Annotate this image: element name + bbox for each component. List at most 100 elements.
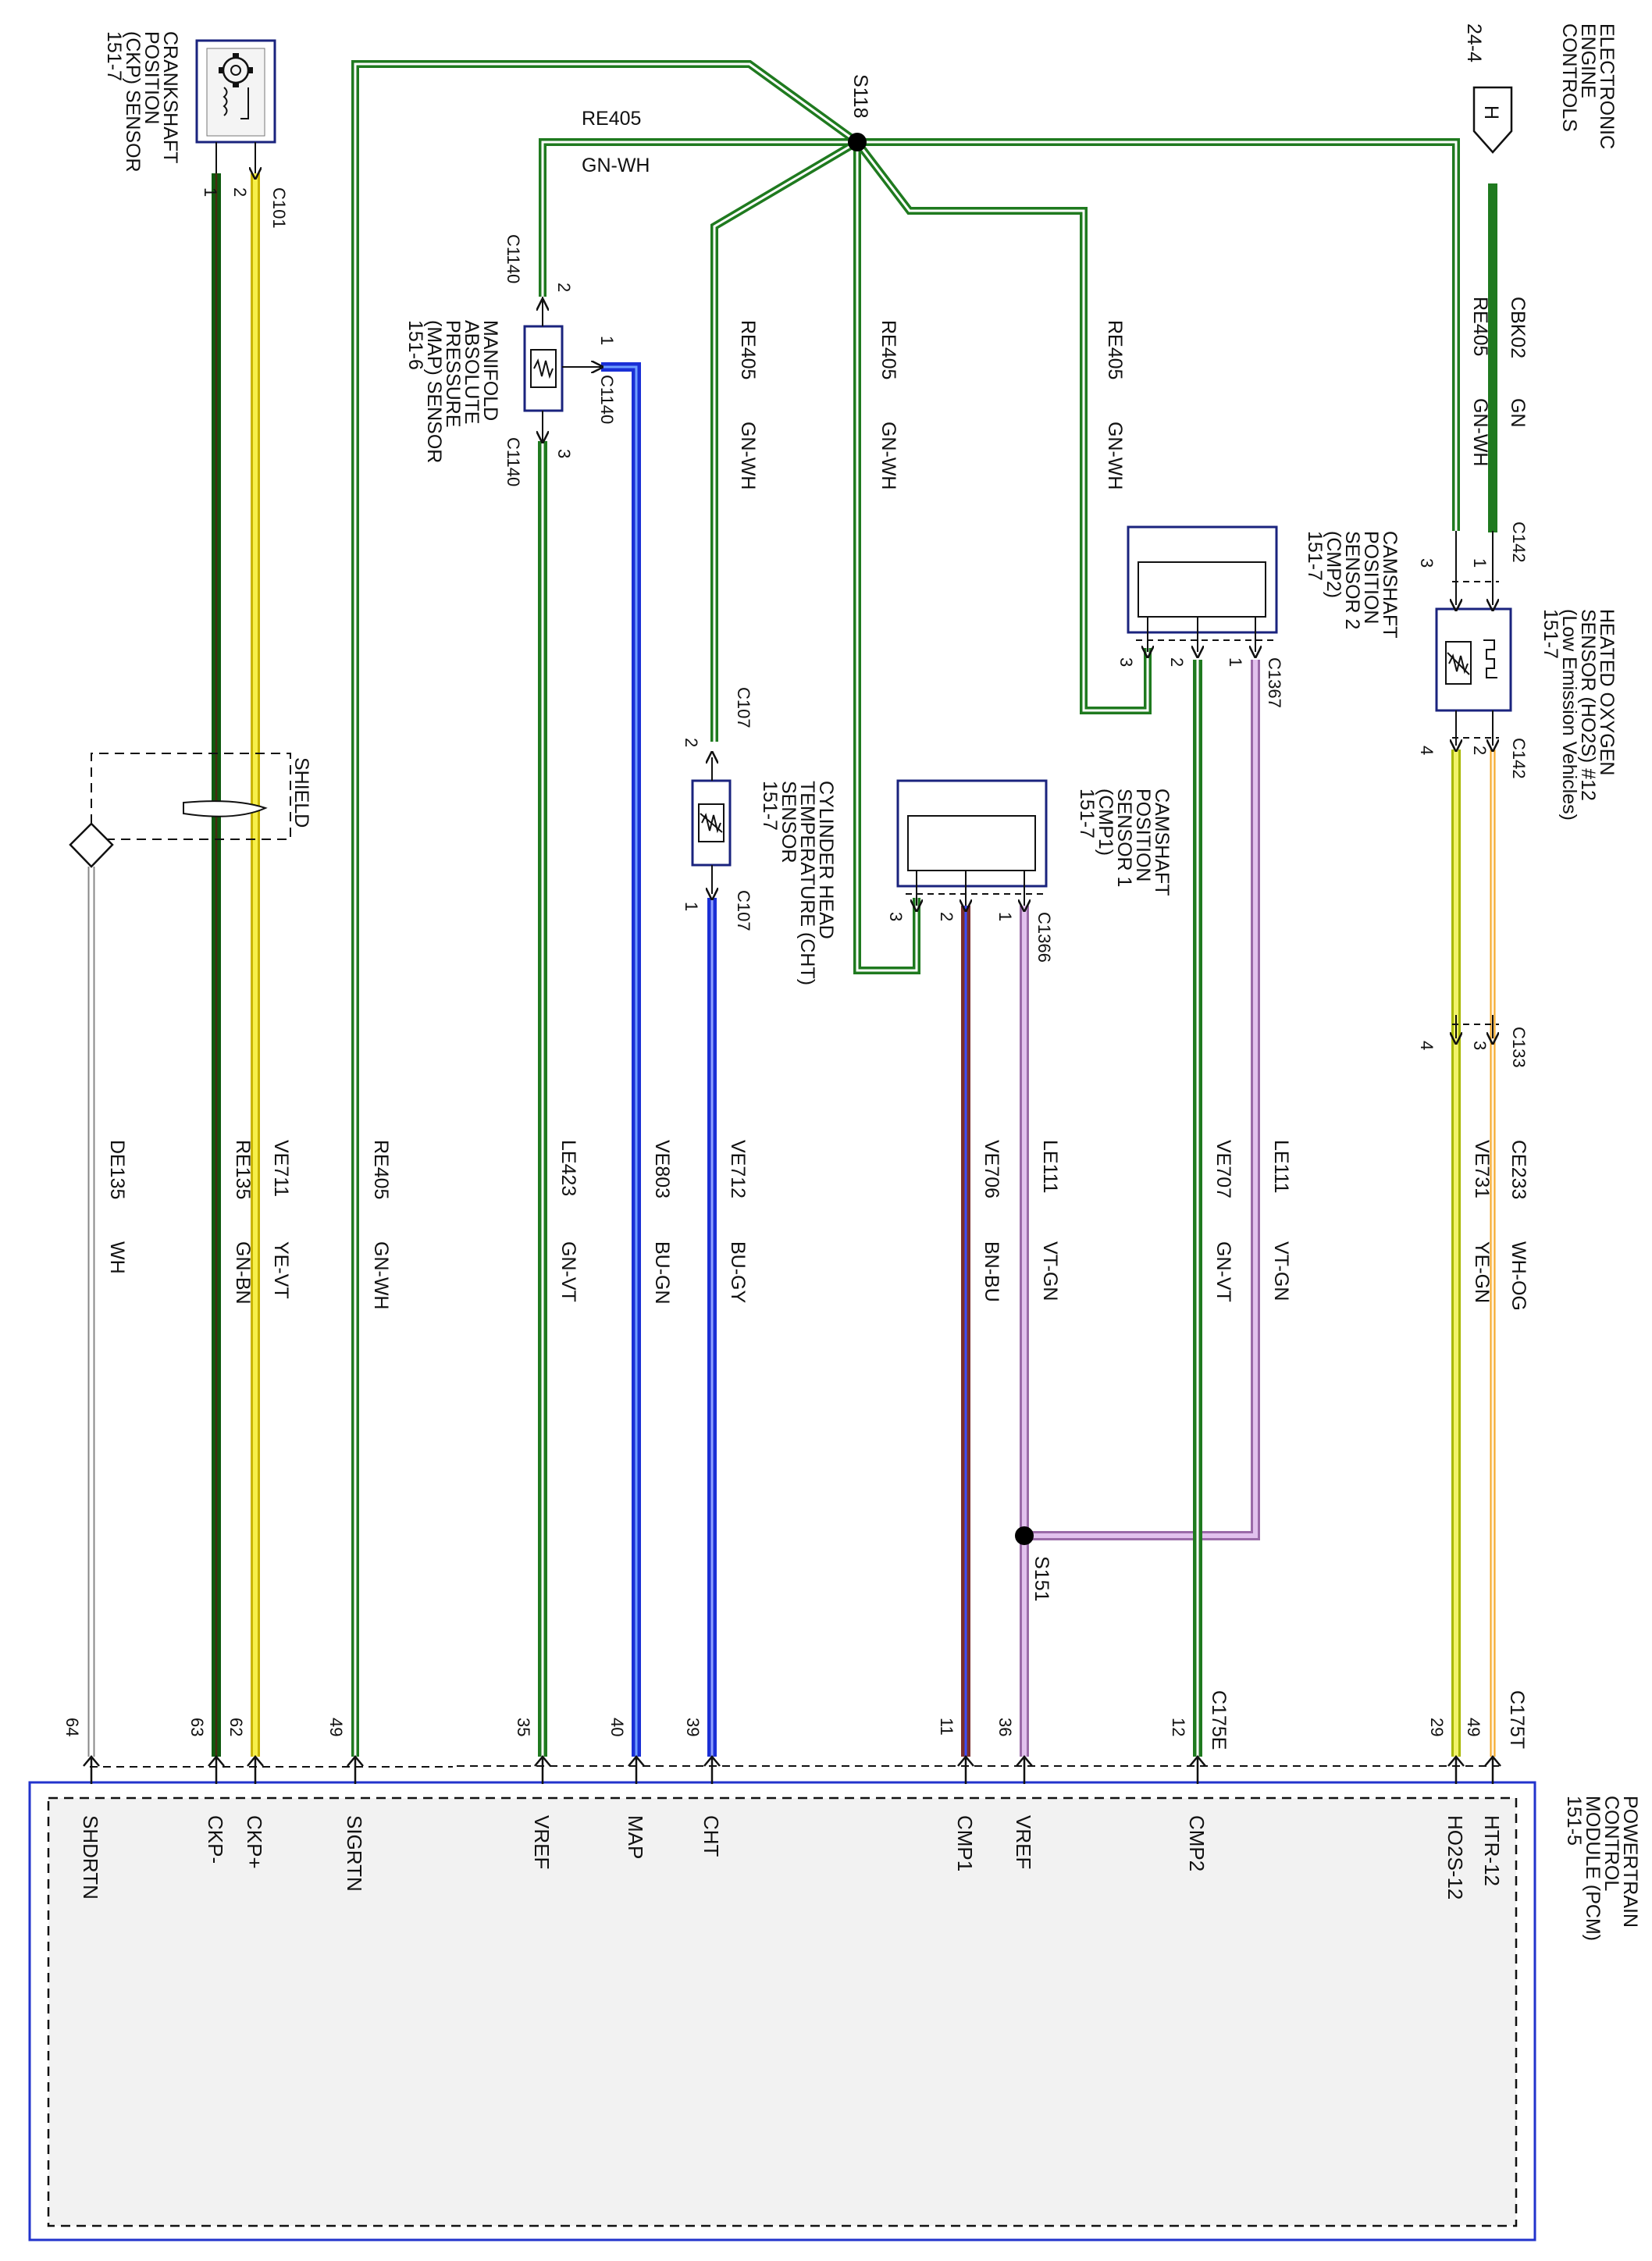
svg-text:WH-OG: WH-OG bbox=[1508, 1241, 1529, 1311]
svg-text:SHIELD: SHIELD bbox=[290, 757, 312, 828]
svg-text:GN-WH: GN-WH bbox=[1104, 422, 1126, 490]
cmp1-pin1: 1 bbox=[995, 912, 1015, 921]
coil-icon bbox=[223, 87, 249, 119]
pcm-pin-number: 62 bbox=[226, 1718, 246, 1736]
splice-s118 bbox=[848, 133, 867, 151]
svg-text:VE707: VE707 bbox=[1212, 1140, 1234, 1198]
svg-text:VE712: VE712 bbox=[727, 1140, 749, 1198]
wire-label-ho2s-return: RE405 GN-WH bbox=[1469, 297, 1491, 466]
pcm-pin-number: 35 bbox=[514, 1718, 533, 1736]
svg-text:CONTROL: CONTROL bbox=[1600, 1796, 1622, 1891]
pcm-pin-number: 39 bbox=[683, 1718, 703, 1736]
svg-text:151-6: 151-6 bbox=[404, 320, 426, 370]
pcm-pin-number: 49 bbox=[1464, 1718, 1483, 1736]
svg-text:BN-BU: BN-BU bbox=[981, 1241, 1002, 1302]
pcm-pin-signal: VREF bbox=[530, 1815, 554, 1869]
wire-label-cmp1-return: RE405 GN-WH bbox=[878, 320, 899, 490]
svg-text:RE405: RE405 bbox=[878, 320, 899, 379]
pcm-pin-number: 36 bbox=[995, 1718, 1015, 1736]
wire-label-ve711: VE711 YE-VT bbox=[270, 1140, 292, 1299]
wire-label-ve712: VE712 BU-GY bbox=[727, 1140, 749, 1304]
wire-label-re405-top: RE405 GN-WH bbox=[582, 108, 650, 176]
pcm-pin-arrow bbox=[1189, 1755, 1206, 1784]
svg-text:RE135: RE135 bbox=[232, 1140, 254, 1199]
wire-label-cht-return: RE405 GN-WH bbox=[737, 320, 759, 490]
pcm-pin-arrow bbox=[347, 1755, 364, 1784]
svg-text:RE405: RE405 bbox=[1469, 297, 1491, 356]
svg-text:GN-WH: GN-WH bbox=[1469, 398, 1491, 466]
ho2s-label: HEATED OXYGEN SENSOR (HO2S) #12 (Low Emi… bbox=[1540, 609, 1618, 821]
c133-connector bbox=[1452, 1015, 1499, 1038]
cht-sensor bbox=[691, 757, 732, 894]
pcm-pins: 64SHDRTN63CKP-62CKP+49SIGRTN35VREF40MAP3… bbox=[62, 1718, 1504, 1900]
ho2s-pin1: 1 bbox=[1470, 558, 1490, 568]
svg-text:GN: GN bbox=[1507, 398, 1529, 428]
pcm-pin-signal: VREF bbox=[1012, 1815, 1035, 1869]
ckp-connector: C101 bbox=[269, 187, 289, 229]
pcm-pin-number: 64 bbox=[62, 1718, 82, 1736]
svg-text:H: H bbox=[1480, 105, 1502, 119]
ho2s-conn-bottom: C142 bbox=[1509, 738, 1529, 779]
pcm-pin-arrow bbox=[1484, 1755, 1501, 1784]
svg-text:151-7: 151-7 bbox=[1304, 531, 1326, 581]
svg-text:DE135: DE135 bbox=[106, 1140, 128, 1199]
svg-text:(CMP1): (CMP1) bbox=[1095, 789, 1116, 856]
pcm-pin-signal: CMP2 bbox=[1185, 1815, 1209, 1871]
svg-text:GN-VT: GN-VT bbox=[557, 1241, 579, 1302]
shield: SHIELD bbox=[69, 753, 312, 868]
pcm-connector-c175t: C175T bbox=[1506, 1690, 1528, 1749]
wire-label-de135: DE135 WH bbox=[106, 1140, 128, 1274]
cmp1-connector: C1366 bbox=[1034, 912, 1054, 963]
svg-text:BU-GN: BU-GN bbox=[651, 1241, 673, 1305]
svg-text:CRANKSHAFT: CRANKSHAFT bbox=[159, 31, 181, 163]
pcm-pin-arrow bbox=[534, 1755, 551, 1784]
svg-text:GN-VT: GN-VT bbox=[1212, 1241, 1234, 1302]
svg-text:SENSOR 2: SENSOR 2 bbox=[1341, 531, 1363, 629]
pcm-pin-signal: CKP- bbox=[204, 1815, 227, 1864]
svg-text:MODULE (PCM): MODULE (PCM) bbox=[1582, 1796, 1604, 1941]
wire-label-le423: LE423 GN-VT bbox=[557, 1140, 579, 1302]
cht-pin2: 2 bbox=[682, 738, 701, 747]
pcm-pin-number: 49 bbox=[326, 1718, 346, 1736]
wire-label-ve706: VE706 BN-BU bbox=[981, 1140, 1002, 1302]
wire-label-cmp2-return: RE405 GN-WH bbox=[1104, 320, 1126, 490]
svg-text:VE803: VE803 bbox=[651, 1140, 673, 1198]
wire-label-ve731: VE731 YE-GN bbox=[1471, 1140, 1493, 1303]
wire-label-ve707: VE707 GN-VT bbox=[1212, 1140, 1234, 1302]
pcm-pin-signal: SHDRTN bbox=[79, 1815, 102, 1900]
svg-text:RE405: RE405 bbox=[1104, 320, 1126, 379]
svg-text:ENGINE: ENGINE bbox=[1577, 23, 1599, 98]
pcm-pin-arrow bbox=[1447, 1755, 1465, 1784]
ho2s-sensor bbox=[1435, 531, 1512, 746]
svg-text:(Low Emission Vehicles): (Low Emission Vehicles) bbox=[1558, 609, 1580, 821]
svg-text:151-7: 151-7 bbox=[103, 31, 125, 81]
pcm-connector-c175e: C175E bbox=[1208, 1690, 1230, 1750]
svg-text:(CKP) SENSOR: (CKP) SENSOR bbox=[122, 31, 144, 173]
svg-text:GN-WH: GN-WH bbox=[737, 422, 759, 490]
svg-text:151-5: 151-5 bbox=[1563, 1796, 1585, 1846]
pcm-pin-number: 63 bbox=[187, 1718, 207, 1736]
map-conn-top: C1140 bbox=[504, 234, 523, 283]
svg-text:VT-GN: VT-GN bbox=[1270, 1241, 1292, 1301]
ho2s-pin2: 2 bbox=[1470, 746, 1490, 755]
map-pin3: 3 bbox=[554, 449, 574, 458]
svg-text:CAMSHAFT: CAMSHAFT bbox=[1151, 789, 1173, 896]
ckp-pin2: 2 bbox=[230, 187, 250, 197]
cht-conn-bottom: C107 bbox=[734, 890, 753, 931]
wire-label-le111b: LE111 VT-GN bbox=[1270, 1140, 1292, 1301]
cmp2-pin2: 2 bbox=[1167, 657, 1187, 667]
pcm-pin-signal: CMP1 bbox=[953, 1815, 977, 1871]
svg-text:CBK02: CBK02 bbox=[1507, 297, 1529, 358]
splice-s118-label: S118 bbox=[849, 74, 871, 119]
svg-text:SENSOR: SENSOR bbox=[778, 781, 799, 863]
svg-text:24-4: 24-4 bbox=[1463, 23, 1485, 62]
ecc-label: ELECTRONIC ENGINE CONTROLS bbox=[1558, 23, 1618, 149]
svg-text:151-7: 151-7 bbox=[759, 781, 781, 831]
map-conn-bottom: C1140 bbox=[504, 437, 523, 486]
pcm-pin-signal: HO2S-12 bbox=[1444, 1815, 1467, 1900]
map-pin1: 1 bbox=[597, 336, 617, 345]
svg-text:VE731: VE731 bbox=[1471, 1140, 1493, 1198]
pcm-pin-signal: SIGRTN bbox=[343, 1815, 366, 1892]
pcm-pin-signal: CHT bbox=[700, 1815, 723, 1857]
